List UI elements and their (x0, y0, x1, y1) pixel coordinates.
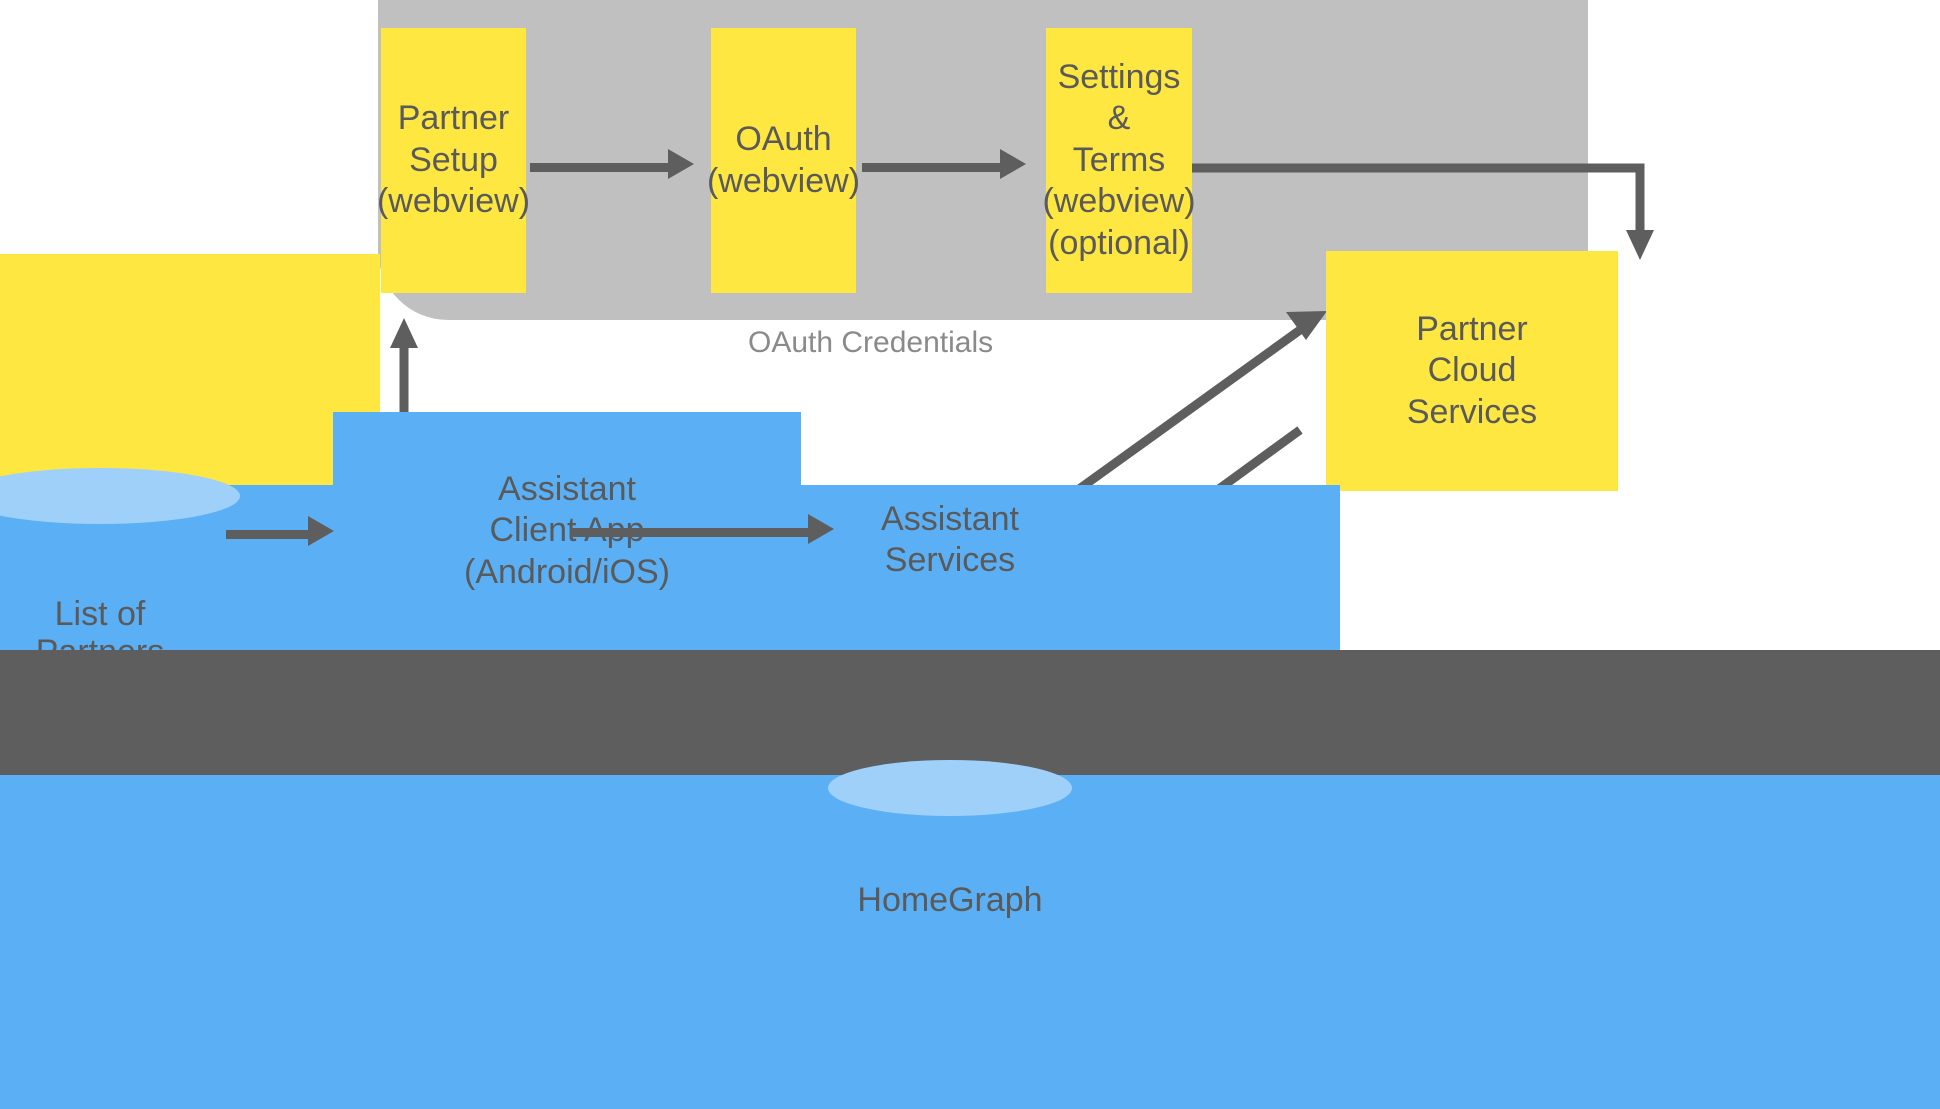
node-settings-terms[interactable]: Settings & Terms (webview) (optional) (1042, 28, 1196, 293)
settings-terms-line-3: (webview) (1042, 182, 1196, 221)
settings-terms-line-4: (optional) (1048, 223, 1190, 262)
assistant-services-line-2: Services (884, 541, 1016, 579)
arrowhead-right-assistant-services (808, 514, 834, 544)
edge-partner-setup-to-oauth (530, 163, 670, 172)
node-homegraph[interactable]: HomeGraph (828, 760, 1072, 919)
node-partner-cloud-services[interactable]: Partner Cloud Services (1326, 251, 1618, 491)
node-partner-setup[interactable]: Partner Setup (webview) (377, 28, 530, 293)
background-band-dark (0, 650, 1940, 775)
oauth-line-1: OAuth (735, 120, 832, 159)
edge-oauth-to-settings (862, 163, 1002, 172)
list-of-partners-label-1: List of (54, 595, 146, 633)
node-oauth[interactable]: OAuth (webview) (707, 28, 860, 293)
partner-setup-line-2: Setup (409, 140, 498, 179)
arrowhead-down-partner-cloud (1626, 230, 1654, 260)
arrowhead-right-settings (1000, 149, 1026, 179)
node-assistant-services[interactable]: Assistant Services (830, 485, 1070, 595)
edge-assistant-to-partner-cloud (1072, 326, 1303, 496)
client-app-line-3: (Android/iOS) (464, 552, 670, 591)
settings-terms-line-2: Terms (1072, 140, 1166, 179)
edge-label-oauth-credentials: OAuth Credentials (748, 326, 994, 359)
client-app-line-1: Assistant (498, 469, 636, 508)
homegraph-cylinder-bottom (828, 844, 1072, 900)
settings-terms-line-1: Settings & (1057, 57, 1181, 138)
assistant-services-line-1: Assistant (881, 499, 1019, 538)
arrowhead-right-oauth (668, 149, 694, 179)
arrowhead-up-webview (390, 318, 418, 348)
oauth-line-2: (webview) (706, 161, 861, 200)
partner-cloud-line-3: Services (1406, 392, 1538, 431)
partner-cloud-line-2: Cloud (1427, 351, 1517, 390)
partner-setup-line-1: Partner (397, 99, 510, 138)
homegraph-label: HomeGraph (857, 881, 1043, 919)
partner-setup-line-3: (webview) (376, 182, 531, 221)
cylinder-bottom (0, 572, 240, 628)
node-list-of-partners[interactable]: List of Partners (0, 468, 240, 671)
homegraph-cylinder-top (828, 760, 1072, 816)
arrowhead-right-client-app (308, 516, 334, 546)
partner-cloud-line-1: Partner (1416, 309, 1528, 348)
cylinder-top (0, 468, 240, 524)
edge-partners-to-client-app (226, 530, 316, 539)
edge-client-app-to-assistant-services (570, 528, 820, 537)
